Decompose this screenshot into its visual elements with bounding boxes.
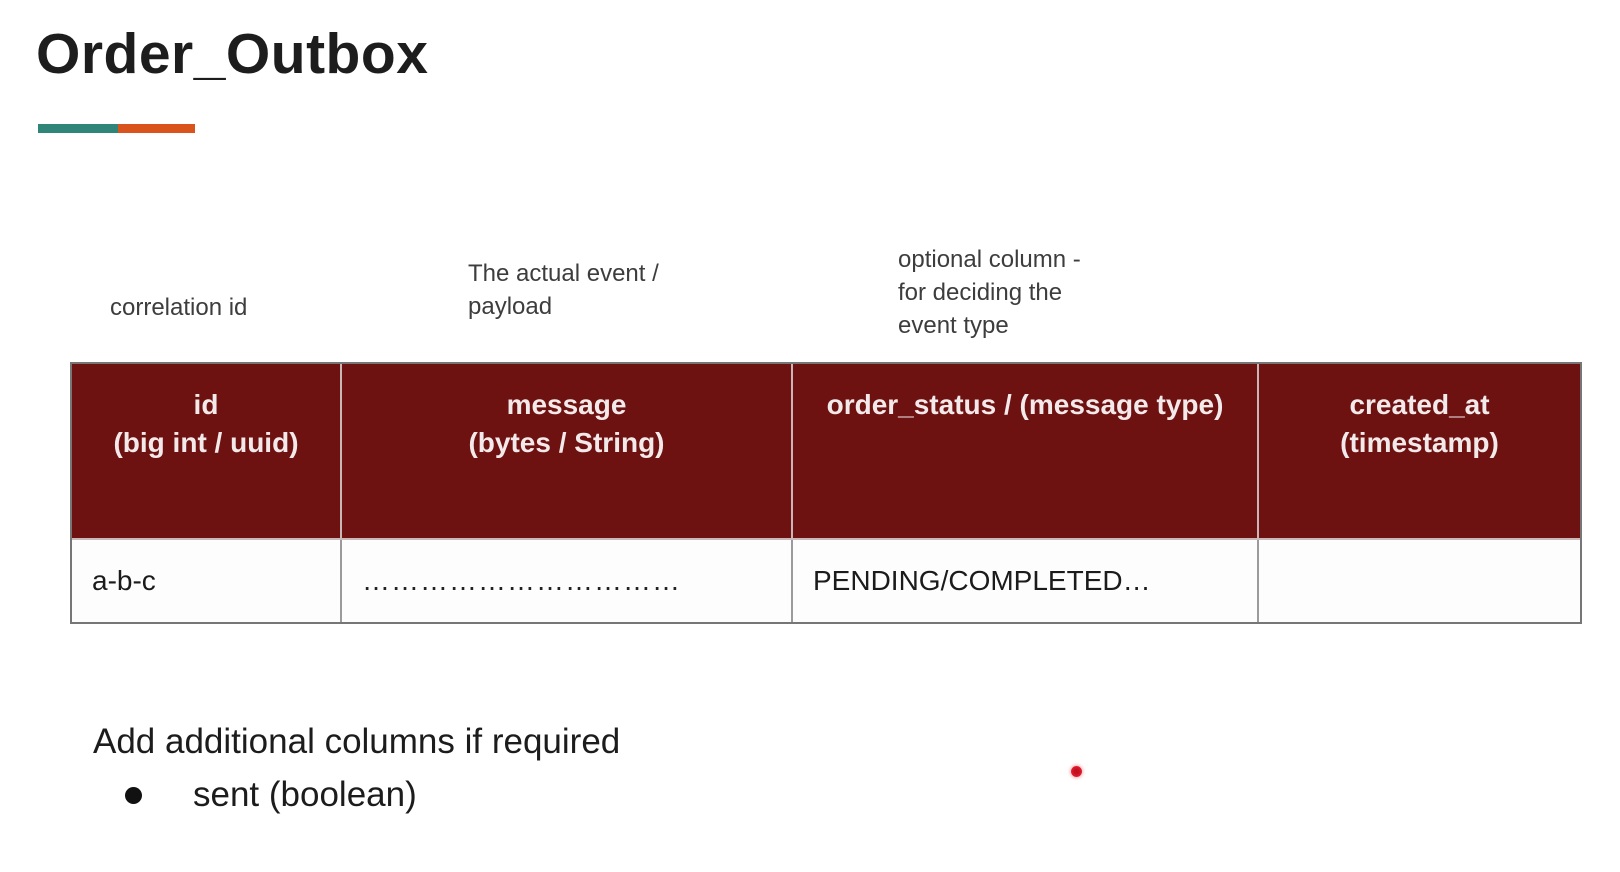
title-accent-divider xyxy=(38,124,195,133)
table-cell-message-value: …………………………… xyxy=(362,565,681,596)
table-cell-id-value: a-b-c xyxy=(92,565,156,596)
bullet-icon xyxy=(125,786,142,804)
table-header-id: id (big int / uuid) xyxy=(72,364,342,540)
page-title: Order_Outbox xyxy=(36,22,429,86)
table-header-created-at: created_at (timestamp) xyxy=(1259,364,1580,540)
divider-orange-segment xyxy=(118,124,195,133)
order-outbox-table: id (big int / uuid) message (bytes / Str… xyxy=(70,362,1582,624)
laser-pointer-dot xyxy=(1071,766,1082,777)
annotation-actual-event-payload: The actual event / payload xyxy=(468,260,659,320)
notes-heading: Add additional columns if required xyxy=(93,722,621,761)
table-cell-order-status: PENDING/COMPLETED… xyxy=(793,540,1259,622)
table-header-message-label: message (bytes / String) xyxy=(468,389,665,458)
table-header-message: message (bytes / String) xyxy=(342,364,793,540)
table-cell-message: …………………………… xyxy=(342,540,793,622)
table-header-order-status: order_status / (message type) xyxy=(793,364,1259,540)
divider-teal-segment xyxy=(38,124,118,133)
table-cell-id: a-b-c xyxy=(72,540,342,622)
table-header-id-label: id (big int / uuid) xyxy=(113,389,299,458)
annotation-optional-column: optional column - for deciding the event… xyxy=(898,246,1081,339)
table-header-created-at-label: created_at (timestamp) xyxy=(1340,389,1499,458)
table-header-order-status-label: order_status / (message type) xyxy=(826,389,1224,420)
table-cell-created-at xyxy=(1259,540,1580,622)
notes-bullet-text: sent (boolean) xyxy=(193,775,417,814)
notes-block: Add additional columns if required sent … xyxy=(93,720,620,817)
annotation-correlation-id: correlation id xyxy=(110,294,248,321)
notes-bullet-row: sent (boolean) xyxy=(93,773,620,817)
table-cell-order-status-value: PENDING/COMPLETED… xyxy=(813,565,1151,596)
